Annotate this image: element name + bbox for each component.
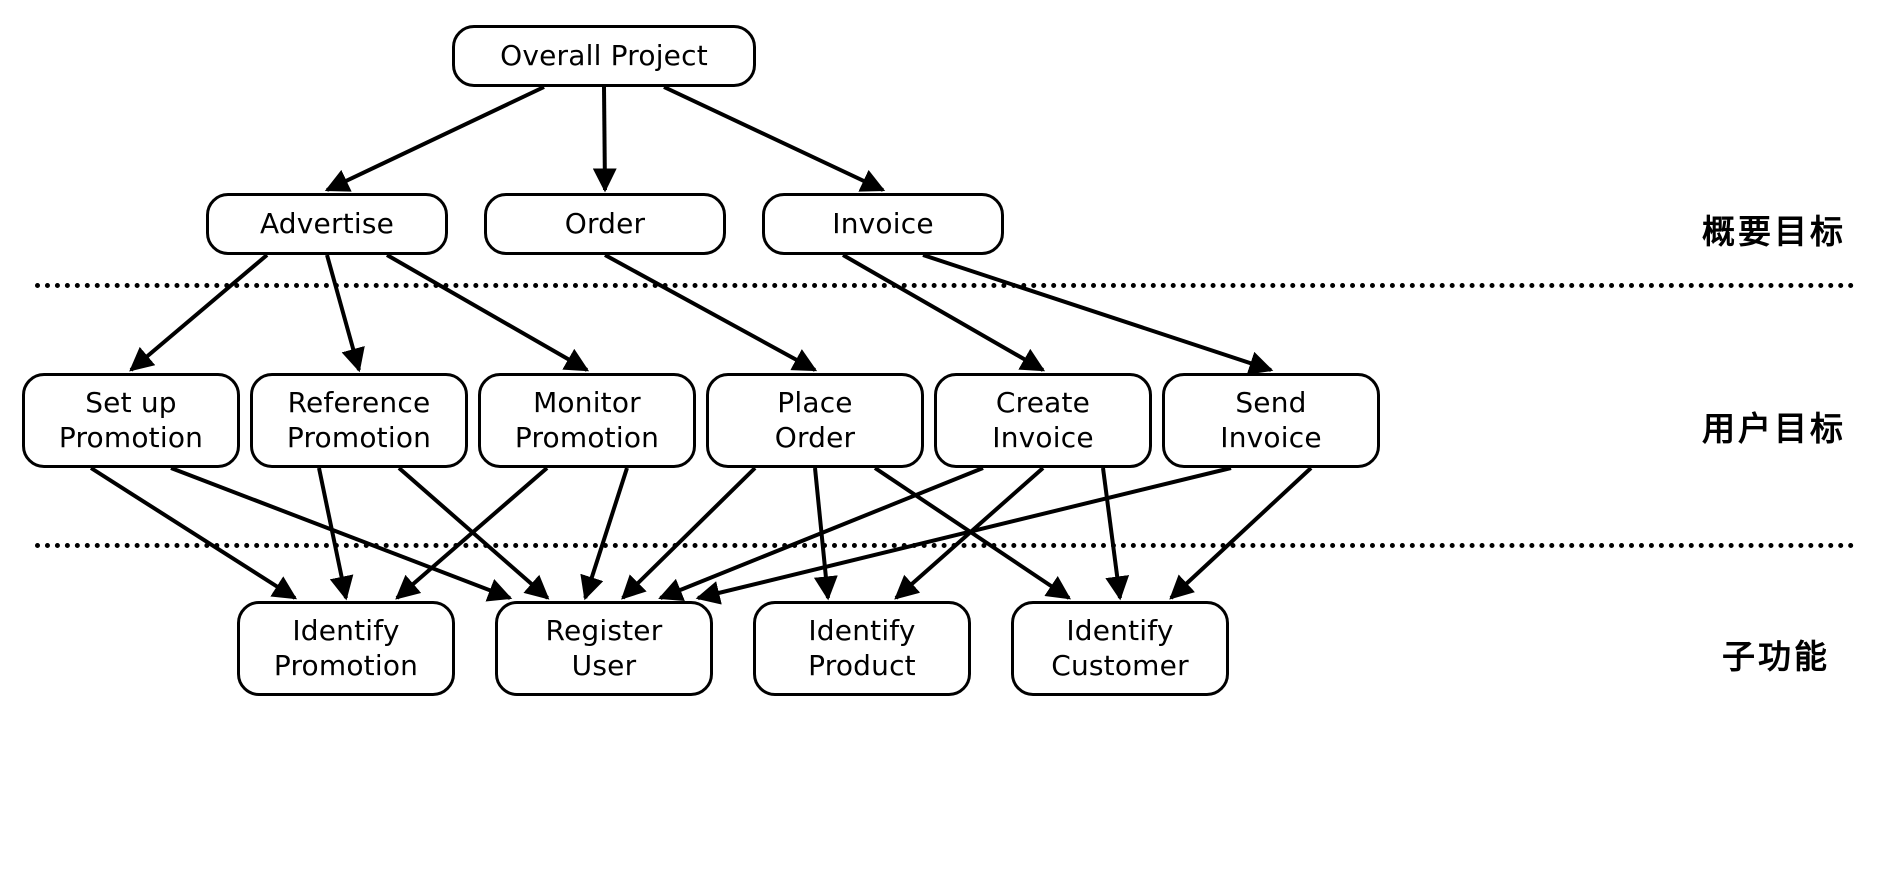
node-reference_promotion[interactable]: Reference Promotion: [250, 373, 468, 468]
node-create_invoice[interactable]: Create Invoice: [934, 373, 1152, 468]
edge-advertise-to-monitor_promotion: [386, 253, 590, 372]
node-identify_customer[interactable]: Identify Customer: [1011, 601, 1229, 696]
node-monitor_promotion[interactable]: Monitor Promotion: [478, 373, 696, 468]
edge-monitor_promotion-to-register_user: [580, 467, 629, 601]
edge-send_invoice-to-register_user: [695, 466, 1232, 605]
edge-set_up_promotion-to-register_user: [170, 466, 513, 602]
edge-advertise-to-set_up_promotion: [129, 253, 269, 372]
divider-summary-user: [35, 283, 1855, 288]
edge-invoice-to-create_invoice: [842, 253, 1046, 372]
divider-user-subfunction: [35, 543, 1855, 548]
edge-order-to-place_order: [604, 253, 818, 372]
node-set_up_promotion[interactable]: Set up Promotion: [22, 373, 240, 468]
edge-create_invoice-to-identify_customer: [1101, 467, 1130, 601]
edge-monitor_promotion-to-identify_promotion: [395, 466, 549, 600]
lane-label-label_summary: 概要目标: [1702, 212, 1846, 251]
node-order[interactable]: Order: [484, 193, 726, 255]
edge-overall_project-to-advertise: [324, 85, 545, 192]
edge-set_up_promotion-to-identify_promotion: [89, 466, 298, 600]
node-identify_promotion[interactable]: Identify Promotion: [237, 601, 455, 696]
lane-label-label_subfunction: 子功能: [1722, 637, 1830, 676]
node-place_order[interactable]: Place Order: [706, 373, 924, 468]
node-invoice[interactable]: Invoice: [762, 193, 1004, 255]
lane-label-label_user: 用户目标: [1702, 409, 1846, 448]
node-register_user[interactable]: Register User: [495, 601, 713, 696]
node-send_invoice[interactable]: Send Invoice: [1162, 373, 1380, 468]
edge-overall_project-to-order: [592, 86, 617, 193]
edge-reference_promotion-to-identify_promotion: [317, 467, 354, 601]
node-overall_project[interactable]: Overall Project: [452, 25, 756, 87]
edge-send_invoice-to-identify_customer: [1169, 466, 1313, 600]
edge-advertise-to-reference_promotion: [325, 254, 365, 373]
edge-invoice-to-send_invoice: [922, 253, 1274, 375]
edge-create_invoice-to-register_user: [658, 466, 984, 602]
edge-place_order-to-register_user: [621, 466, 757, 600]
edge-overall_project-to-invoice: [663, 85, 886, 192]
node-advertise[interactable]: Advertise: [206, 193, 448, 255]
node-identify_product[interactable]: Identify Product: [753, 601, 971, 696]
